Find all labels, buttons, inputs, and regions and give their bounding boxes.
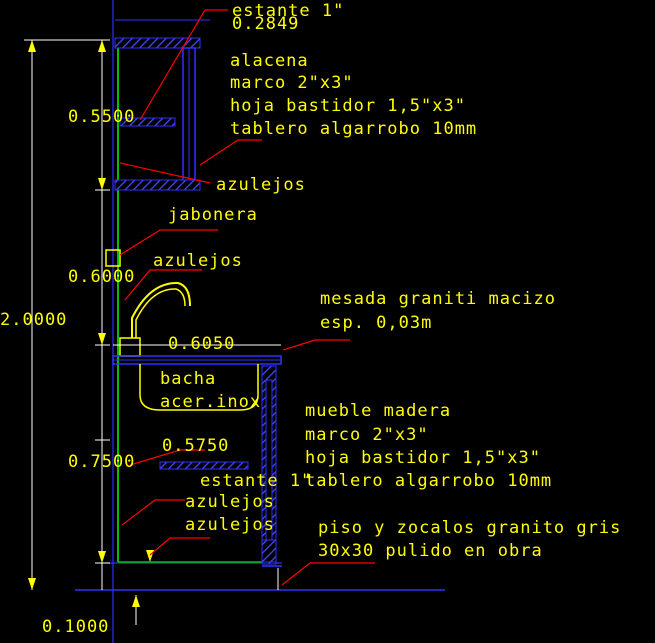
- label-mueble-hoja: hoja bastidor 1,5"x3": [305, 448, 541, 468]
- label-estante-bottom: estante 1": [200, 471, 312, 491]
- label-azulejos-2: azulejos: [153, 251, 243, 271]
- leader-lines: [119, 9, 375, 586]
- reference-lines: [75, 0, 445, 643]
- label-alacena-hoja: hoja bastidor 1,5"x3": [230, 96, 466, 116]
- dim-07500: 0.7500: [68, 452, 135, 472]
- upper-cabinet: [114, 37, 201, 191]
- label-azulejos-3: azulejos: [185, 492, 275, 512]
- label-alacena-title: alacena: [230, 51, 309, 71]
- dim-20000: 2.0000: [0, 310, 67, 330]
- dimension-lines: [24, 39, 281, 625]
- dim-05500: 0.5500: [68, 107, 135, 127]
- label-azulejos-1: azulejos: [216, 175, 306, 195]
- dim-05750: 0.5750: [162, 436, 229, 456]
- label-mueble-tablero: tablero algarrobo 10mm: [305, 471, 552, 491]
- label-piso-line1: piso y zocalos granito gris: [318, 518, 621, 538]
- label-piso-line2: 30x30 pulido en obra: [318, 541, 543, 561]
- label-bacha-line1: bacha: [160, 369, 216, 389]
- lower-cabinet: [159, 365, 277, 565]
- label-alacena-tablero: tablero algarrobo 10mm: [230, 119, 477, 139]
- label-mesada-line2: esp. 0,03m: [320, 313, 432, 333]
- label-mesada-line1: mesada graniti macizo: [320, 289, 556, 309]
- label-azulejos-4: azulejos: [185, 515, 275, 535]
- floor-finish: [262, 565, 282, 590]
- annotation-labels: estante 1" 0.2849 alacena marco 2"x3" ho…: [153, 1, 621, 561]
- label-mueble-marco: marco 2"x3": [305, 425, 429, 445]
- tile-wall-line: [117, 45, 262, 563]
- sink-bowl: [139, 364, 259, 411]
- dim-06000: 0.6000: [68, 267, 135, 287]
- countertop: [112, 355, 282, 365]
- soap-dish-shape: [105, 249, 121, 267]
- dimension-labels: 0.5500 0.6000 2.0000 0.6050 0.5750 0.750…: [0, 107, 235, 637]
- dim-06050: 0.6050: [168, 334, 235, 354]
- label-jabonera: jabonera: [168, 205, 258, 225]
- label-bacha-line2: acer.inox: [160, 392, 261, 412]
- label-estante-top: estante 1": [232, 1, 344, 21]
- label-mueble-title: mueble madera: [305, 401, 451, 421]
- dim-02849: 0.2849: [232, 14, 299, 34]
- label-alacena-marco: marco 2"x3": [230, 73, 354, 93]
- dim-01000: 0.1000: [42, 617, 109, 637]
